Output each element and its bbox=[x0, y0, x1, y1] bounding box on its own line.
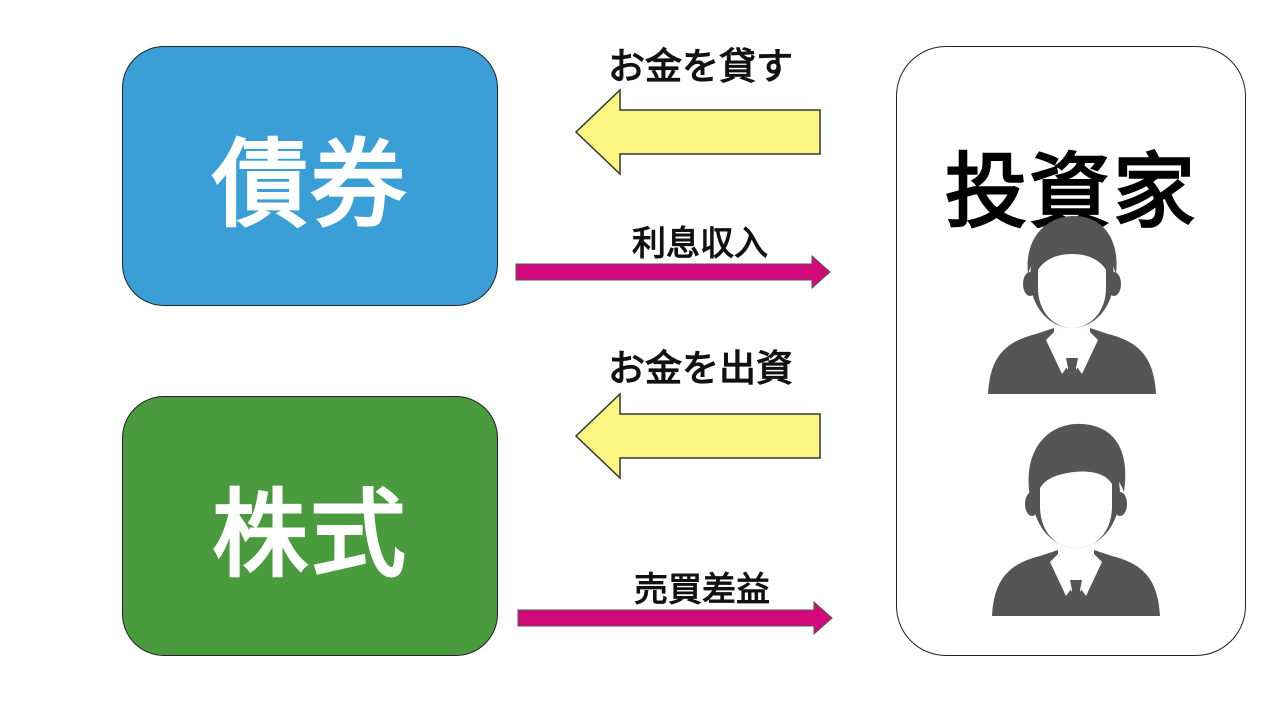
trading-profit-arrow bbox=[517, 600, 833, 636]
stock-box: 株式 bbox=[122, 396, 498, 656]
person-short-hair-icon bbox=[988, 216, 1156, 394]
interest-income-label: 利息収入 bbox=[632, 224, 768, 264]
bond-label: 債券 bbox=[212, 128, 408, 241]
lend-money-label: お金を貸す bbox=[608, 45, 793, 88]
invest-money-label: お金を出資 bbox=[608, 347, 793, 390]
person-side-part-icon bbox=[992, 423, 1160, 616]
bond-box: 債券 bbox=[122, 46, 498, 306]
stock-label: 株式 bbox=[212, 478, 408, 591]
invest-money-arrow bbox=[574, 392, 821, 480]
lend-money-arrow bbox=[574, 88, 821, 176]
interest-income-arrow bbox=[515, 254, 831, 290]
trading-profit-label: 売買差益 bbox=[634, 570, 770, 610]
